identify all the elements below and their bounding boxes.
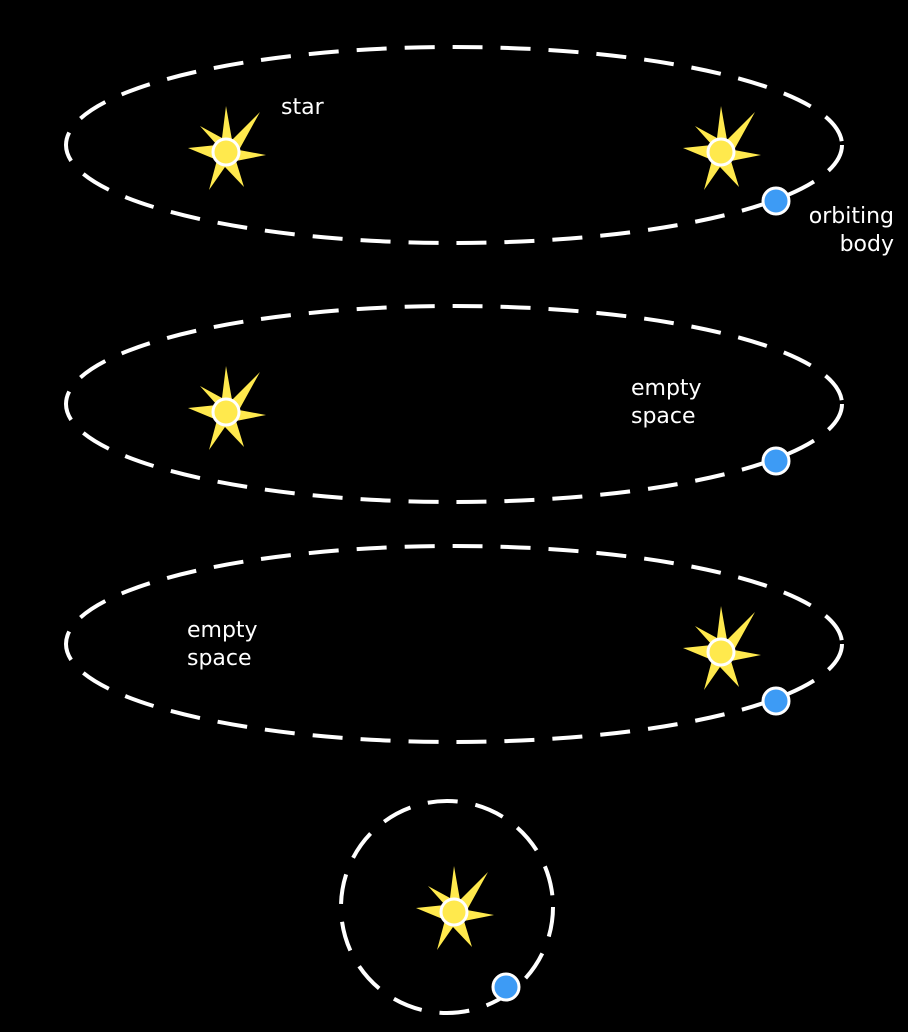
- star-icon-4: [414, 864, 496, 952]
- star-label: star: [281, 94, 324, 122]
- orbiting-body-1: [761, 186, 791, 216]
- star-icon-3: [681, 604, 763, 692]
- empty-space-label-2-line2: space: [631, 404, 696, 429]
- orbiting-body-label-line1: orbiting: [808, 204, 894, 229]
- star-icon-1b: [681, 104, 763, 192]
- empty-space-label-3-line2: space: [187, 646, 252, 671]
- orbit-path-3: [64, 544, 844, 744]
- orbit-path-4: [339, 799, 555, 1015]
- star-icon-1a: [186, 104, 268, 192]
- orbit-path-2: [64, 304, 844, 504]
- orbiting-body-label-line2: body: [839, 232, 894, 257]
- empty-space-label-2: empty space: [631, 375, 702, 431]
- orbit-path-1: [64, 45, 844, 245]
- orbiting-body-2: [761, 446, 791, 476]
- orbiting-body-4: [491, 972, 521, 1002]
- empty-space-label-3: empty space: [187, 617, 258, 673]
- orbiting-body-3: [761, 686, 791, 716]
- star-icon-2: [186, 364, 268, 452]
- orbiting-body-label: orbiting body: [809, 203, 894, 259]
- empty-space-label-2-line1: empty: [631, 376, 702, 401]
- star-label-text: star: [281, 95, 324, 120]
- empty-space-label-3-line1: empty: [187, 618, 258, 643]
